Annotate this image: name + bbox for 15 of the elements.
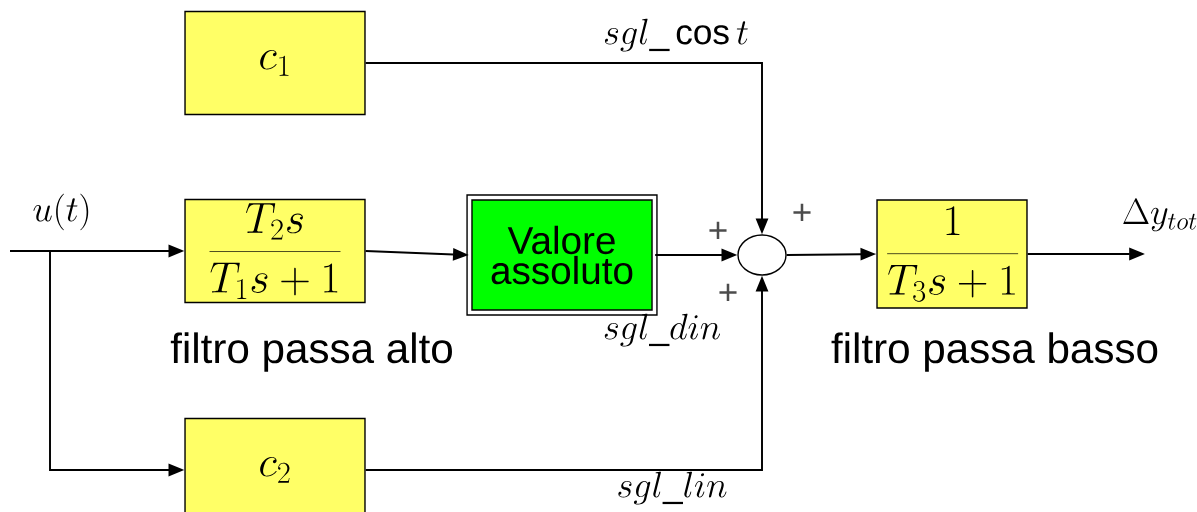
sign-label: + [719, 283, 737, 302]
signal-label: $\Delta y_{tot}$ [1123, 198, 1197, 232]
signal-label: $sgl\_\cos t$ [604, 18, 748, 52]
signal-label: $sgl\_lin$ [618, 471, 727, 505]
block-caption: filtro passa alto [170, 332, 452, 372]
signal-label: $u(t)$ [33, 193, 89, 231]
sign-label: + [709, 221, 727, 240]
block-caption: filtro passa basso [831, 332, 1158, 372]
sign-label: + [793, 203, 811, 222]
summing-junction [737, 234, 787, 276]
function-block: $c_2$ [184, 417, 366, 512]
function-block: $\frac{1}{T_3 s+1}$ [876, 199, 1028, 309]
signal-label: $sgl\_din$ [604, 313, 720, 347]
function-block: $\frac{T_2 s}{T_1 s+1}$ [184, 198, 366, 304]
function-block: $c_1$ [184, 10, 366, 116]
